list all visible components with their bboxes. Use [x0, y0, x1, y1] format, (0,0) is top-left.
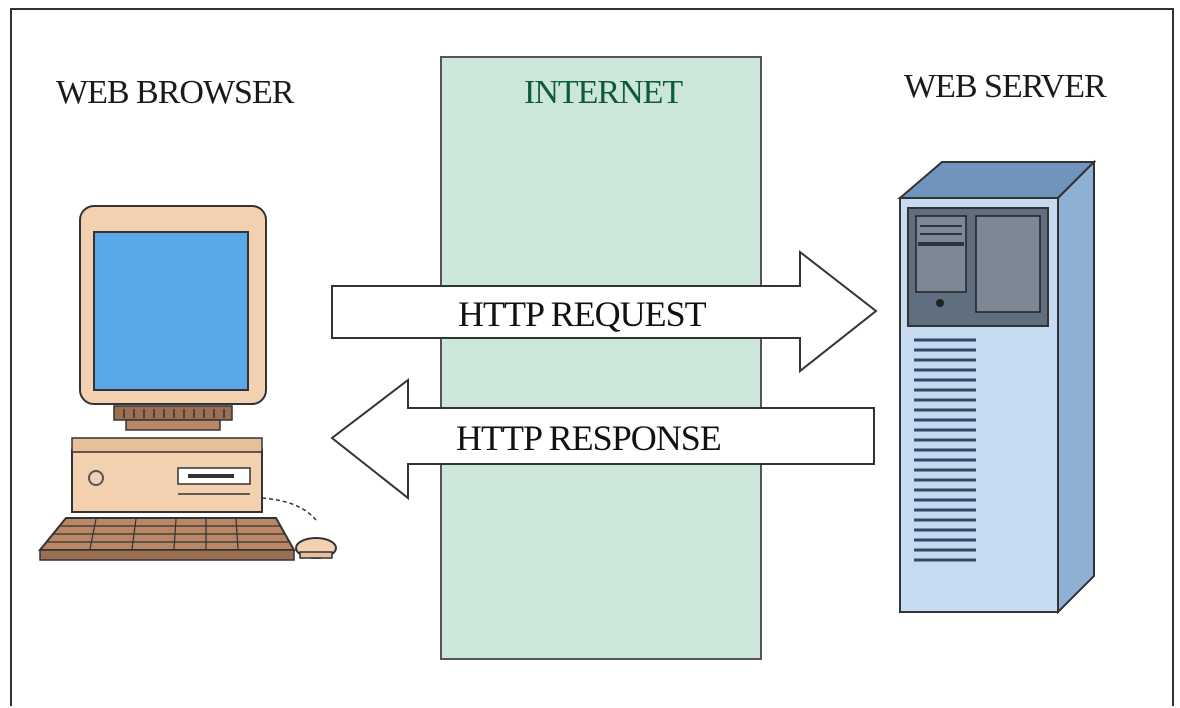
desktop-computer-icon: [37, 205, 337, 561]
internet-label: INTERNET: [524, 74, 683, 111]
http-request-label: HTTP REQUEST: [458, 294, 707, 334]
server-tower-icon: [897, 159, 1097, 615]
http-response-arrow: [330, 377, 875, 501]
http-request-arrow: [331, 249, 878, 374]
web-server-label: WEB SERVER: [904, 68, 1107, 105]
http-response-label: HTTP RESPONSE: [456, 418, 722, 458]
web-browser-label: WEB BROWSER: [56, 74, 294, 111]
internet-band: [440, 56, 762, 660]
